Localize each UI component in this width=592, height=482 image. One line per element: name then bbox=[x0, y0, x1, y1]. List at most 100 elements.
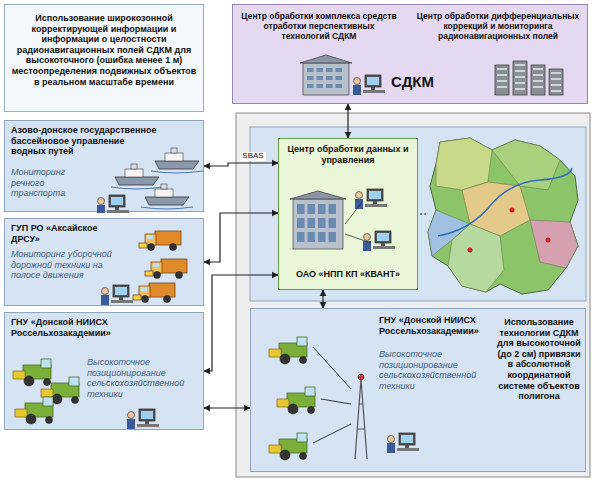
shape-part bbox=[137, 424, 159, 427]
shape-part bbox=[107, 210, 129, 213]
shape-part bbox=[345, 201, 371, 243]
shape-part bbox=[377, 233, 389, 241]
box-text: Высокоточное позиционирование сельскохоз… bbox=[379, 349, 487, 391]
shape-part bbox=[277, 399, 289, 407]
shape-part bbox=[141, 207, 193, 209]
combine-icon bbox=[269, 433, 307, 460]
wheel bbox=[280, 450, 290, 460]
shape-part bbox=[336, 68, 343, 72]
shape-part bbox=[41, 389, 53, 397]
wheel bbox=[308, 407, 315, 414]
shape-part bbox=[297, 218, 305, 228]
shape-part bbox=[101, 295, 109, 305]
shape-part bbox=[533, 86, 543, 88]
shape-part bbox=[336, 84, 343, 88]
shape-part bbox=[155, 231, 181, 245]
shape-part bbox=[549, 69, 563, 95]
server-icon bbox=[513, 61, 527, 95]
shape-part bbox=[373, 201, 377, 204]
region-map bbox=[418, 138, 578, 294]
shape-part bbox=[297, 232, 305, 242]
shape-part bbox=[401, 435, 413, 443]
wheel bbox=[288, 404, 298, 414]
shape-part bbox=[41, 359, 51, 368]
shape-part bbox=[371, 87, 375, 90]
organization-box: ГНУ «Донской НИИСХ Россельхозакадемии»Вы… bbox=[4, 312, 204, 430]
shape-part bbox=[165, 153, 183, 161]
control-center-box: Центр обработки данных и управленияОАО «… bbox=[278, 138, 418, 290]
combine-icon bbox=[13, 359, 51, 386]
shape-part bbox=[308, 204, 316, 214]
map-leader bbox=[418, 214, 426, 215]
shape-part bbox=[139, 243, 147, 248]
shape-part bbox=[133, 295, 141, 300]
box-heading: Использование широкозонной корректирующе… bbox=[11, 13, 197, 87]
truck-icon bbox=[133, 283, 175, 303]
wheel bbox=[154, 272, 161, 279]
shape-part bbox=[317, 84, 324, 88]
shape-part bbox=[308, 232, 316, 242]
shape-part bbox=[497, 86, 507, 88]
connector bbox=[322, 290, 323, 308]
shape-part bbox=[373, 246, 395, 249]
shape-part bbox=[149, 283, 175, 297]
shape-part bbox=[355, 199, 363, 209]
shape-part bbox=[113, 285, 129, 297]
map-river bbox=[438, 168, 572, 236]
shape-part bbox=[145, 271, 153, 276]
shape-part bbox=[303, 63, 349, 95]
shape-part bbox=[513, 61, 527, 95]
shape-part bbox=[145, 421, 149, 424]
server-icon bbox=[549, 69, 563, 95]
shape-part bbox=[43, 397, 53, 406]
antenna-icon bbox=[355, 374, 367, 459]
box-text: Мониторинг уборочной дорожной техники на… bbox=[11, 249, 121, 281]
shape-part bbox=[290, 191, 346, 199]
box-heading: Азово-донское государственное бассейново… bbox=[11, 125, 161, 157]
wheel bbox=[358, 374, 364, 380]
wheel bbox=[46, 417, 53, 424]
wheel bbox=[176, 272, 183, 279]
wheel bbox=[300, 357, 307, 364]
workstation-icon bbox=[127, 409, 159, 429]
goal-box: Использование широкозонной корректирующе… bbox=[4, 4, 204, 112]
map-point bbox=[468, 248, 473, 253]
shape-part bbox=[381, 243, 385, 246]
shape-part bbox=[141, 411, 153, 419]
shape-part bbox=[336, 76, 343, 80]
shape-part bbox=[139, 409, 155, 421]
wheel bbox=[128, 412, 135, 419]
shape-part bbox=[155, 161, 199, 169]
wheel bbox=[364, 234, 371, 241]
organization-box: ГУП РО «Аксайское ДРСУ»Мониторинг убороч… bbox=[4, 218, 204, 306]
shape-part bbox=[161, 184, 167, 189]
shape-part bbox=[297, 433, 307, 442]
wheel bbox=[44, 379, 51, 386]
edge-label: SBAS bbox=[240, 152, 265, 161]
box-heading: Центр обработки данных и управления bbox=[285, 144, 411, 165]
shape-part bbox=[15, 409, 27, 417]
sdkm-center-box: Центр обработки комплекса средств отрабо… bbox=[232, 4, 588, 104]
map-point bbox=[546, 238, 551, 243]
boat-icon bbox=[111, 164, 163, 189]
shape-part bbox=[497, 68, 507, 70]
map-district bbox=[436, 138, 492, 190]
shape-part bbox=[125, 169, 143, 177]
connector bbox=[204, 213, 278, 262]
shape-part bbox=[329, 232, 337, 242]
server-icon bbox=[531, 65, 545, 95]
shape-part bbox=[111, 300, 133, 303]
shape-part bbox=[367, 77, 379, 85]
building-icon bbox=[290, 191, 346, 249]
connector bbox=[204, 163, 278, 166]
shape-part bbox=[115, 207, 119, 210]
shape-part bbox=[145, 197, 189, 205]
truck-icon bbox=[139, 231, 181, 251]
workstation-icon bbox=[101, 285, 133, 305]
shape-part bbox=[533, 68, 543, 70]
connector bbox=[347, 104, 348, 138]
shape-part bbox=[119, 297, 123, 300]
shape-part bbox=[97, 205, 105, 213]
workstation-icon bbox=[97, 195, 129, 213]
shape-part bbox=[115, 177, 159, 185]
